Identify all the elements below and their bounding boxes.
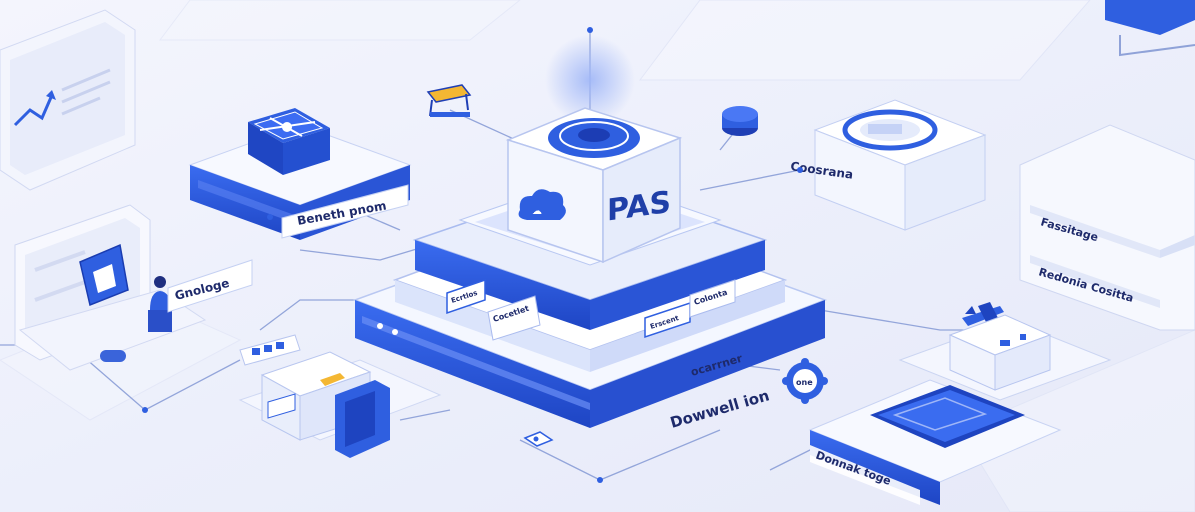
chart-monitor-icon	[0, 9, 136, 191]
core-glow	[545, 35, 635, 125]
layer-tags: Ecrtlos Cocetlet Erscent Colonta	[446, 278, 736, 341]
layer-tag-2: Cocetlet	[487, 295, 541, 341]
person-icon	[148, 276, 172, 332]
cloud-icon: ☁	[518, 189, 566, 220]
server-icon	[238, 334, 442, 458]
keyboard-pad	[100, 350, 126, 362]
cloud-glyph: ☁	[532, 206, 542, 217]
airplane-icon	[962, 302, 1004, 326]
layer-tag-1: Ecrtlos	[446, 278, 486, 315]
gear-badge-label: one	[796, 378, 813, 387]
layer-tag-3: Erscent	[644, 301, 691, 339]
connector-dots	[142, 27, 803, 483]
network-chip-icon	[248, 108, 330, 175]
user-workstation	[14, 204, 207, 371]
right-platform	[813, 99, 987, 231]
top-right-panel	[1105, 0, 1195, 57]
cart-icon	[426, 84, 472, 117]
camera-lens-icon	[722, 106, 758, 136]
bottom-node-icon	[523, 431, 554, 447]
layer-tag-4: Colonta	[689, 279, 736, 318]
bottom-right-device: Donnak toge	[808, 314, 1112, 505]
gear-icon: one	[782, 358, 828, 404]
pas-cube	[505, 107, 683, 264]
